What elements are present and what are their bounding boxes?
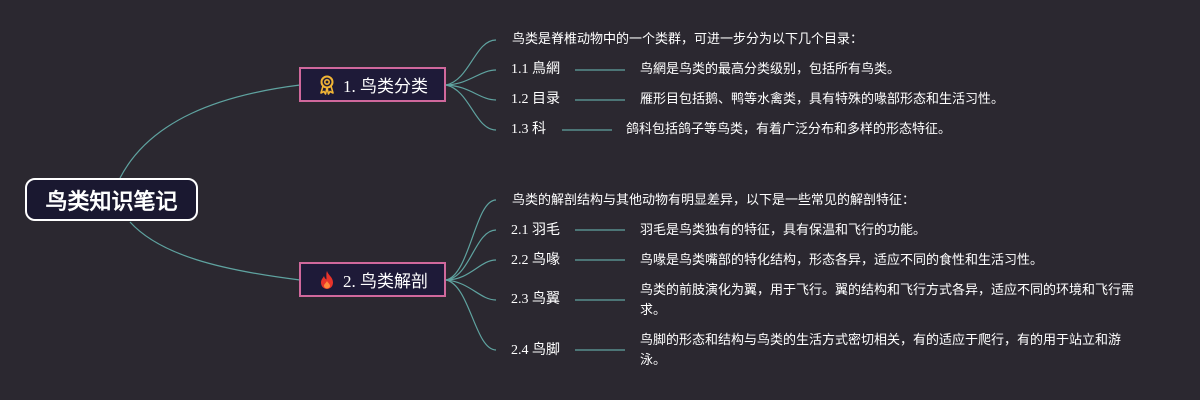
- connector-b2-item4: [445, 279, 497, 351]
- topic-label[interactable]: 2.2 鸟喙: [511, 253, 560, 268]
- branch-intro: 鸟类是脊椎动物中的一个类群，可进一步分为以下几个目录：: [512, 32, 864, 47]
- topic-detail: 鸟脚的形态和结构与鸟类的生活方式密切相关，有的适应于爬行，有的用于站立和游泳。: [640, 333, 1122, 368]
- connector-b2-item2: [445, 259, 497, 281]
- connector-b2-item1: [445, 229, 497, 281]
- connector-root-branch-2: [129, 221, 301, 281]
- branch-node-anatomy[interactable]: 2. 鸟类解剖: [299, 262, 446, 297]
- topic-label[interactable]: 2.3 鸟翼: [511, 292, 560, 307]
- connector-b1-intro: [445, 39, 497, 86]
- topic-detail: 羽毛是鸟类独有的特征，具有保温和飞行的功能。: [640, 223, 927, 238]
- topic-detail: 鸟类的前肢演化为翼，用于飞行。翼的结构和飞行方式各异，适应不同的环境和飞行需求。: [640, 283, 1135, 318]
- branch-title: 1. 鸟类分类: [343, 77, 428, 96]
- branch-node-classification[interactable]: 1. 鸟类分类: [299, 67, 446, 102]
- connector-b1-item2: [445, 84, 497, 101]
- topic-label[interactable]: 1.3 科: [511, 122, 546, 137]
- root-node[interactable]: 鸟类知识笔记: [25, 178, 198, 221]
- branch-title: 2. 鸟类解剖: [343, 272, 428, 291]
- connector-b2-intro: [445, 199, 497, 281]
- topic-detail: 鸽科包括鸽子等鸟类，有着广泛分布和多样的形态特征。: [626, 122, 952, 137]
- branch-intro: 鸟类的解剖结构与其他动物有明显差异，以下是一些常见的解剖特征：: [512, 193, 916, 208]
- topic-label[interactable]: 1.2 目录: [511, 92, 560, 107]
- award-ribbon-icon: [317, 75, 337, 95]
- topic-detail: 鸟網是鸟类的最高分类级别，包括所有鸟类。: [640, 62, 901, 77]
- topic-label[interactable]: 2.4 鸟脚: [511, 343, 560, 358]
- fire-icon: [317, 270, 337, 290]
- connector-b1-item1: [445, 69, 497, 86]
- topic-detail: 鸟喙是鸟类嘴部的特化结构，形态各异，适应不同的食性和生活习性。: [640, 253, 1044, 268]
- connector-b1-item3: [445, 84, 497, 131]
- topic-detail: 雁形目包括鹅、鸭等水禽类，具有特殊的喙部形态和生活习性。: [640, 92, 1005, 107]
- root-title: 鸟类知识笔记: [45, 189, 178, 215]
- topic-label[interactable]: 1.1 鳥網: [511, 62, 560, 77]
- connector-b2-item3: [445, 279, 497, 301]
- connector-root-branch-1: [119, 84, 301, 179]
- topic-label[interactable]: 2.1 羽毛: [511, 223, 560, 238]
